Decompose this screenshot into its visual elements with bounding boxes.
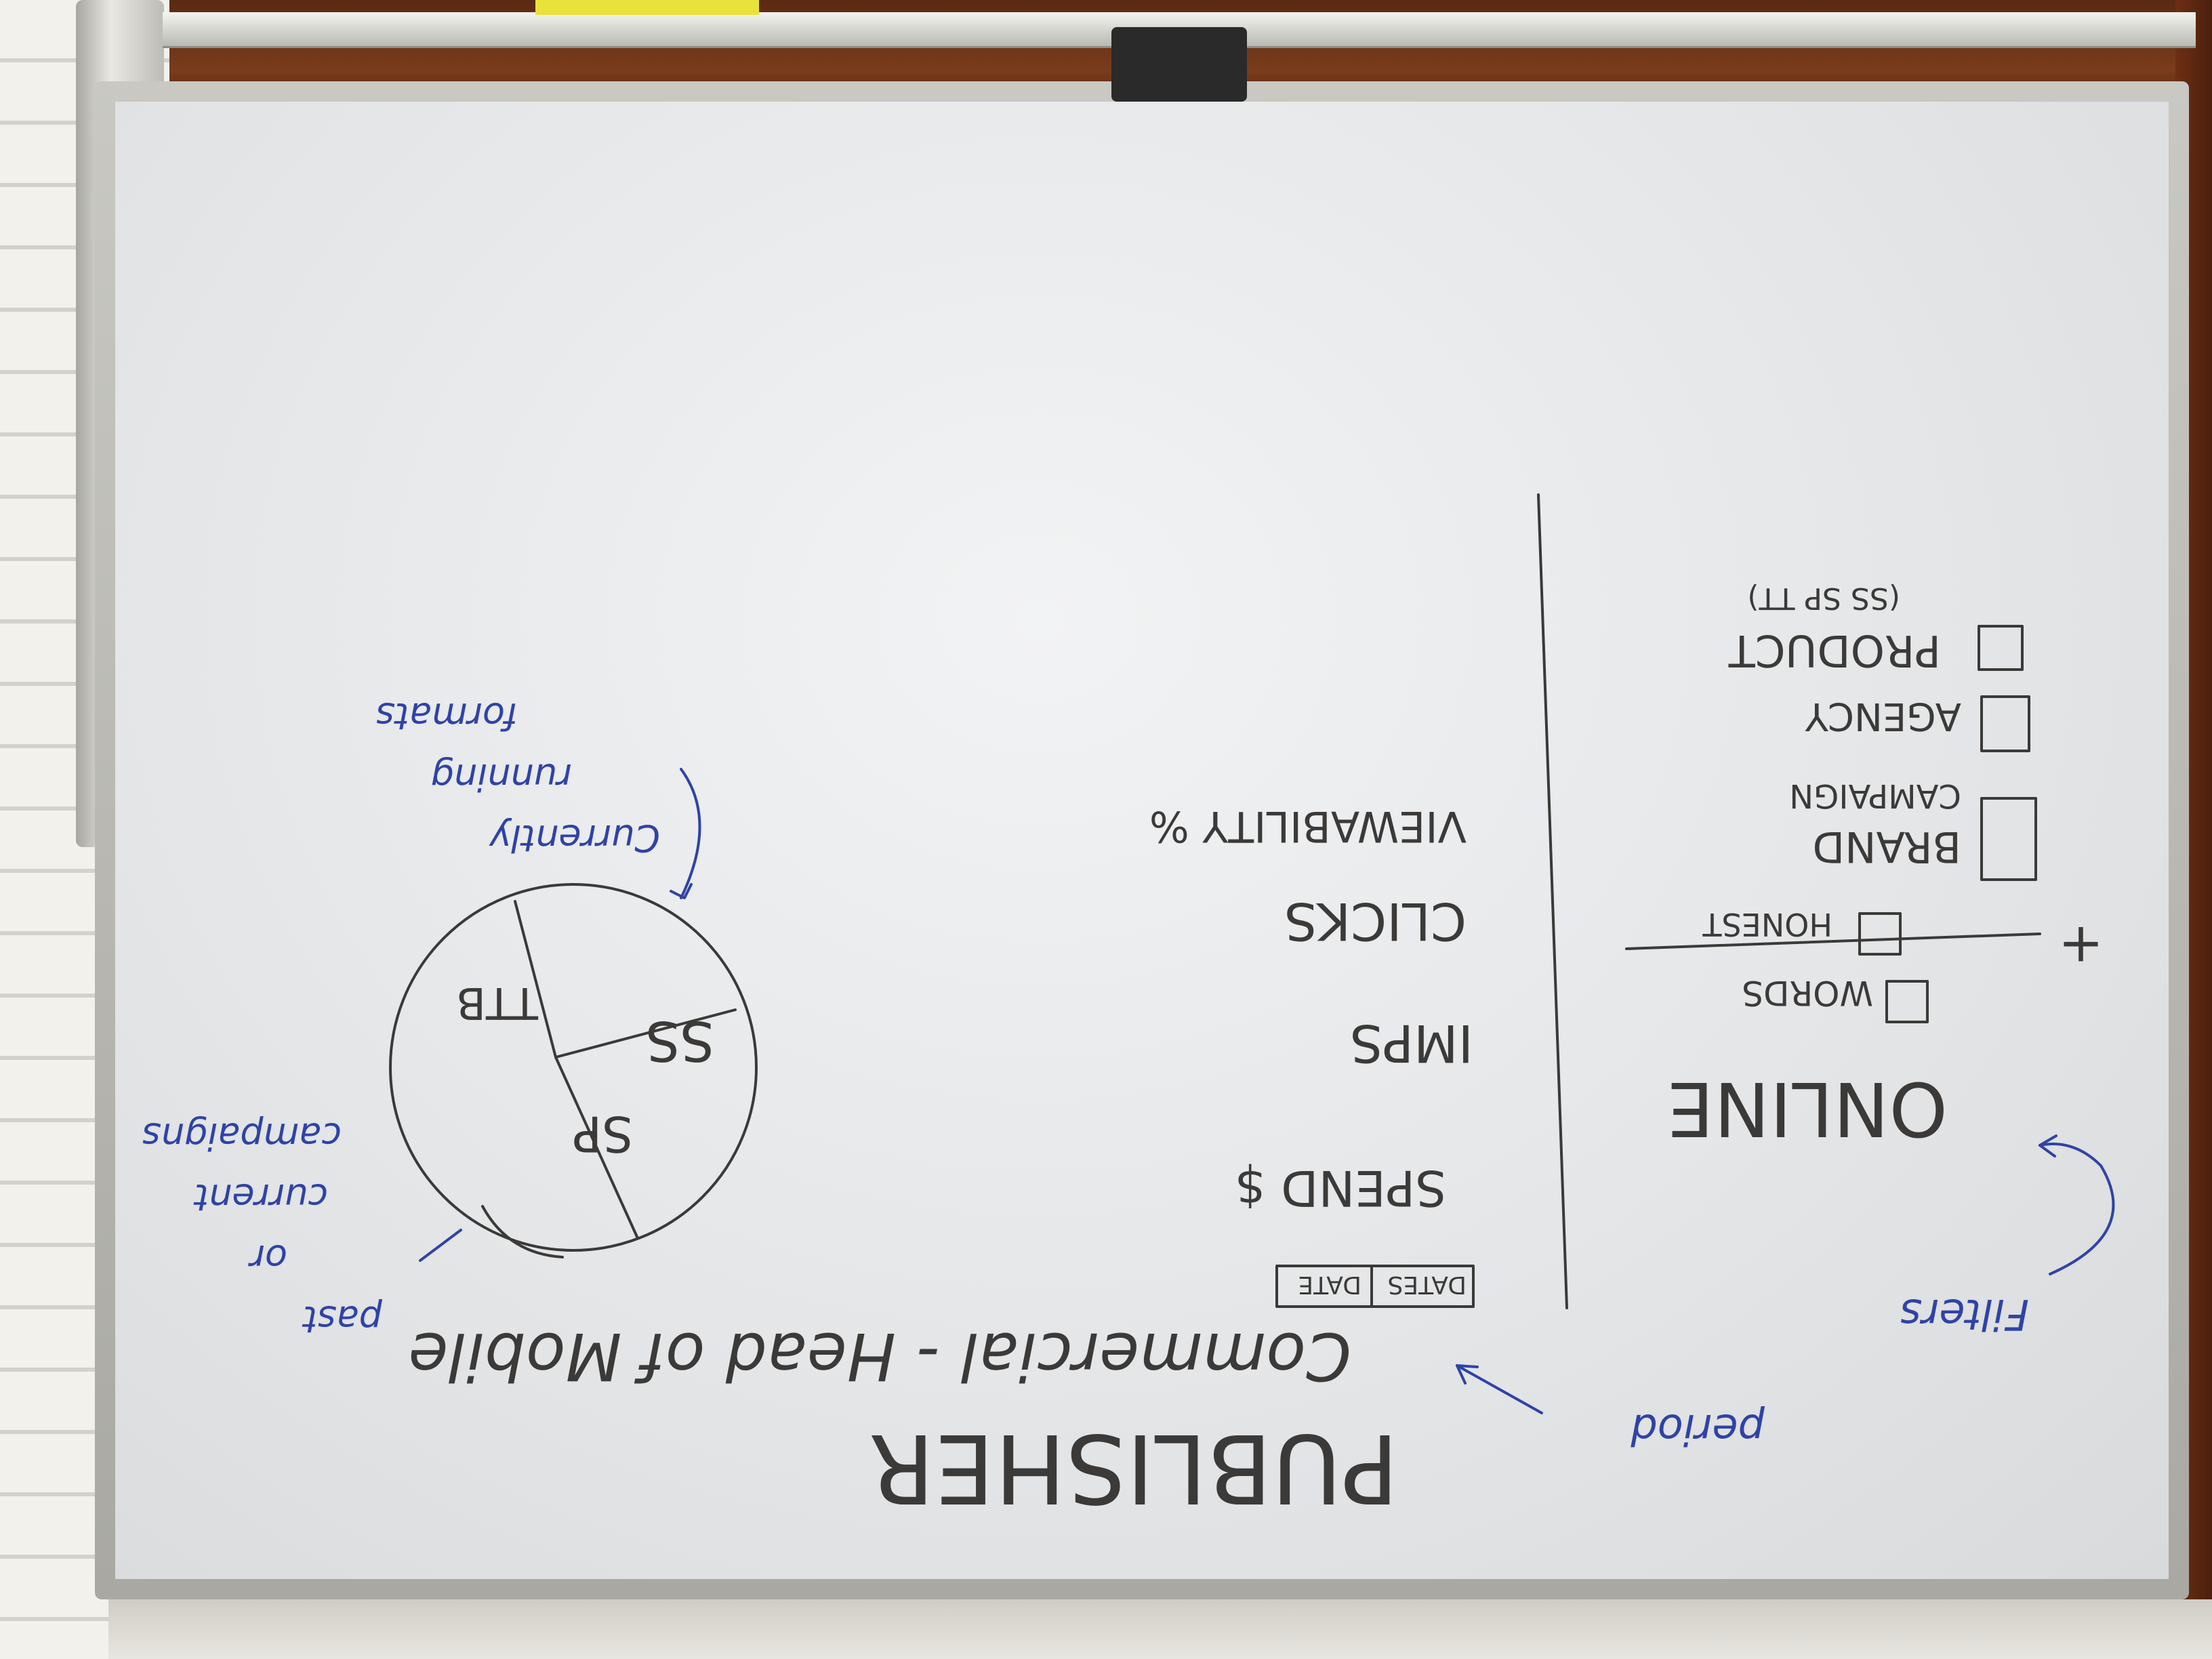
panel-words: WORDS xyxy=(1742,973,1873,1012)
divider-line xyxy=(1537,493,1568,1309)
pie-note-line1: Currently xyxy=(489,817,660,859)
checkbox-brand xyxy=(1980,797,2037,881)
arrow-formats xyxy=(680,768,701,899)
metric-spend: SPEND $ xyxy=(1234,1160,1446,1216)
pie-line-vertical xyxy=(514,900,638,1238)
arrow-period-head xyxy=(1456,1364,1479,1385)
past-note-or: or xyxy=(248,1237,287,1279)
pie-label-sp: SP xyxy=(573,1105,633,1162)
checkbox-agency xyxy=(1980,695,2030,752)
panel-product-types: (SS SP TT) xyxy=(1747,581,1900,615)
date-start: DATES xyxy=(1387,1271,1467,1298)
checkbox-honest xyxy=(1858,912,1902,956)
pie-circle xyxy=(389,883,758,1252)
pie-line-horizontal xyxy=(554,1008,737,1059)
metric-clicks: CLICKS xyxy=(1284,891,1467,951)
arrow-filters-head xyxy=(2039,1134,2057,1158)
panel-agency: AGENCY xyxy=(1805,694,1961,738)
pie-note-line2: running xyxy=(431,756,572,798)
panel-online: ONLINE xyxy=(1667,1065,1948,1152)
pie-sketch xyxy=(389,883,758,1258)
pie-label-ss: SS xyxy=(645,1009,714,1072)
panel-plus: + xyxy=(2058,914,2104,977)
board-subtitle: Commercial - Head of Mobile xyxy=(409,1318,1351,1394)
floor xyxy=(108,1599,2212,1659)
arrow-filters xyxy=(2039,1143,2115,1275)
past-note-current: current xyxy=(193,1176,328,1218)
board-hanger xyxy=(1111,27,1247,102)
date-end: DATE xyxy=(1298,1271,1361,1298)
sticky-note xyxy=(535,0,759,15)
pie-note-line3: formats xyxy=(376,695,518,737)
metric-imps: IMPS xyxy=(1350,1013,1473,1073)
arrow-formats-head xyxy=(670,883,693,899)
checkbox-words xyxy=(1885,980,1929,1023)
filters-note: Filters xyxy=(1900,1290,2029,1339)
panel-campaign: CAMPAIGN xyxy=(1789,777,1961,815)
past-note-past: past xyxy=(302,1298,383,1340)
panel-brand: BRAND xyxy=(1812,822,1961,872)
past-note-campaigns: campaigns xyxy=(142,1115,342,1158)
panel-honest: HONEST xyxy=(1702,906,1832,943)
panel-line xyxy=(1625,933,2041,950)
panel-product: PRODUCT xyxy=(1728,625,1941,675)
pie-label-ttb: TTB xyxy=(456,977,539,1027)
arrow-past xyxy=(419,1229,462,1262)
pie-arc-mark xyxy=(481,1205,564,1258)
checkbox-product xyxy=(1978,625,2024,671)
board-surface xyxy=(115,102,2169,1579)
board-title: PUBLISHER xyxy=(869,1412,1399,1523)
metric-viewability: VIEWABILITY % xyxy=(1149,802,1467,851)
date-end-box xyxy=(1275,1265,1373,1308)
period-note: period xyxy=(1631,1405,1765,1454)
arrow-period xyxy=(1456,1364,1543,1414)
